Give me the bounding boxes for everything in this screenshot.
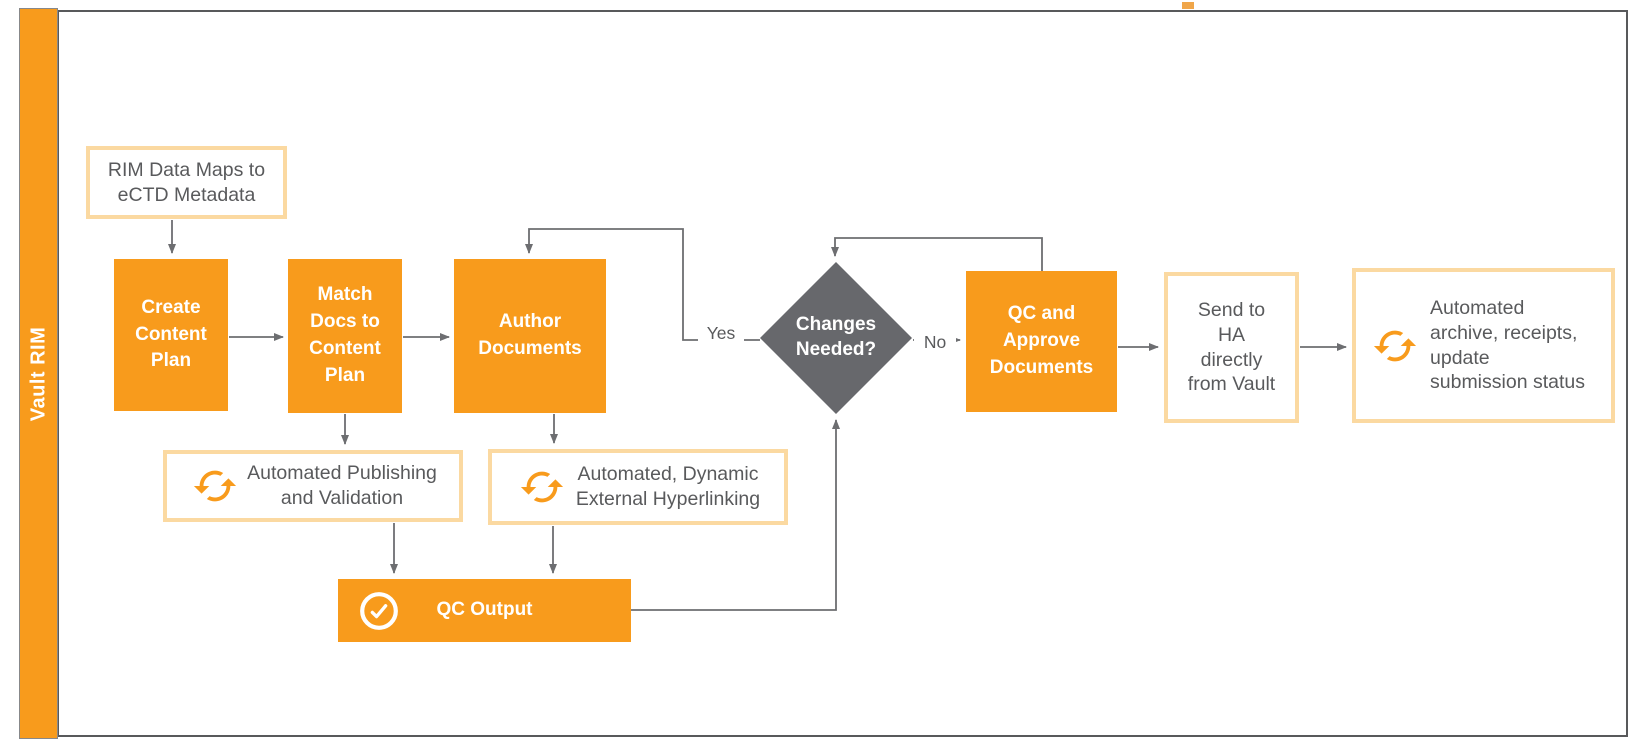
- node-qc-output: QC Output: [338, 579, 631, 642]
- swimlane-label: Vault RIM: [27, 326, 49, 421]
- node-label: Automated, Dynamic External Hyperlinking: [575, 463, 761, 510]
- node-create-content-plan: Create Content Plan: [114, 259, 228, 411]
- sync-icon: [516, 464, 568, 510]
- swimlane-vault-rim: Vault RIM: [19, 8, 58, 739]
- node-label: RIM Data Maps to eCTD Metadata: [107, 158, 266, 206]
- node-automated-archive: Automated archive, receipts, update subm…: [1352, 268, 1615, 423]
- node-qc-approve-documents: QC and Approve Documents: [966, 271, 1117, 412]
- node-label: Author Documents: [478, 311, 582, 359]
- node-label: Automated Publishing and Validation: [247, 462, 437, 509]
- node-label: Match Docs to Content Plan: [309, 284, 381, 386]
- node-external-hyperlinking: Automated, Dynamic External Hyperlinking: [488, 449, 788, 525]
- node-label: Send to HA directly from Vault: [1187, 298, 1276, 396]
- edge-label-no: No: [914, 332, 956, 354]
- node-rim-data-maps: RIM Data Maps to eCTD Metadata: [86, 146, 287, 219]
- node-label: Automated archive, receipts, update subm…: [1430, 296, 1585, 394]
- sync-icon: [1370, 323, 1420, 369]
- edge-label-yes: Yes: [698, 323, 744, 345]
- node-automated-publishing: Automated Publishing and Validation: [163, 450, 463, 522]
- node-label: Create Content Plan: [135, 296, 207, 372]
- node-send-to-ha: Send to HA directly from Vault: [1164, 272, 1299, 423]
- node-author-documents: Author Documents: [454, 259, 606, 413]
- check-circle-icon: [358, 590, 400, 632]
- node-label: QC Output: [436, 599, 533, 621]
- node-label: QC and Approve Documents: [989, 303, 1094, 378]
- sync-icon: [189, 463, 241, 509]
- diagram-frame: [57, 10, 1628, 737]
- node-match-docs: Match Docs to Content Plan: [288, 259, 402, 413]
- node-label: Changes Needed?: [795, 314, 877, 360]
- top-edge-marker: [1182, 2, 1194, 9]
